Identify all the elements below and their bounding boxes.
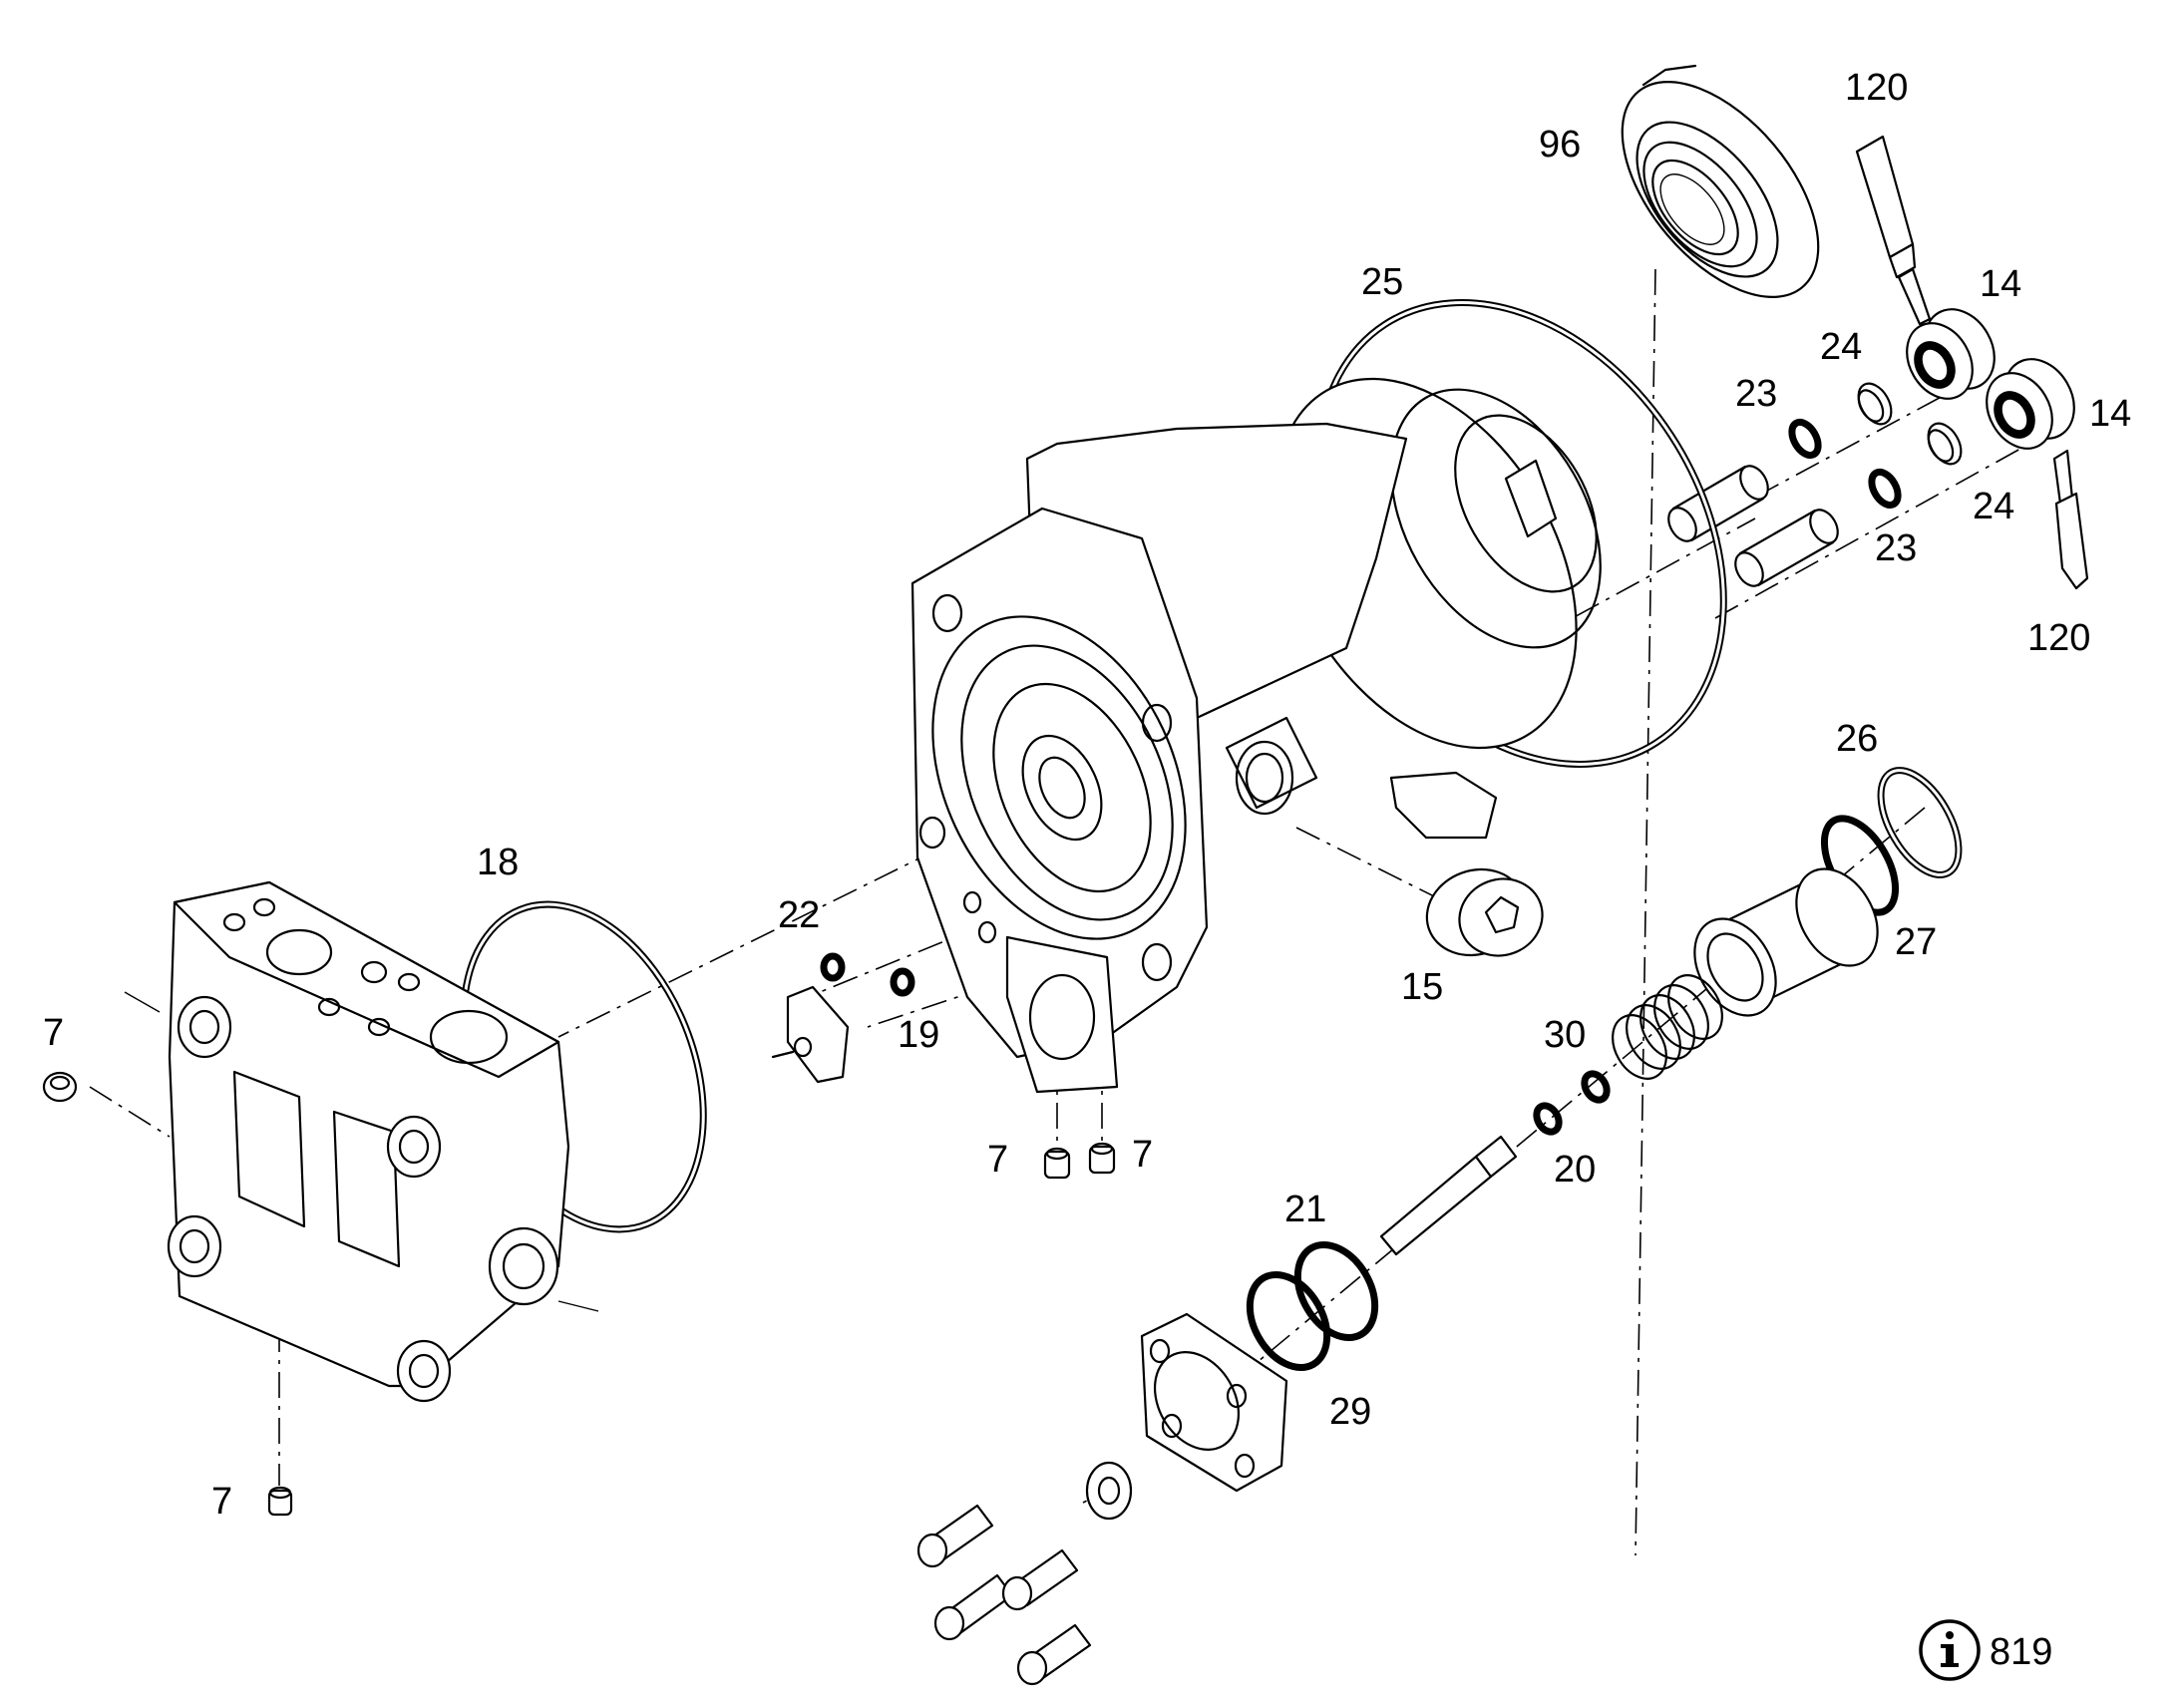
callout-23-top: 23 — [1735, 373, 1777, 415]
cover-screws — [916, 1504, 1092, 1686]
part-7-screw-left — [42, 1071, 78, 1103]
part-29-ring — [1246, 1270, 1331, 1372]
part-20-ring — [1533, 1102, 1563, 1136]
callout-14-top: 14 — [1980, 263, 2021, 305]
callout-14-right: 14 — [2089, 393, 2131, 435]
part-19-washer — [890, 967, 915, 997]
part-30-ring — [1581, 1070, 1611, 1104]
part-24-ring-upper — [1857, 382, 1893, 426]
part-23-ring-upper — [1788, 418, 1822, 460]
part-120-sealant-tube-top — [1855, 135, 1932, 326]
valve-piston — [1693, 867, 1879, 1017]
valve-pin — [1379, 1135, 1518, 1256]
callout-29: 29 — [1329, 1391, 1371, 1433]
part-21-ring — [1293, 1240, 1379, 1342]
callout-23-bottom: 23 — [1875, 527, 1917, 569]
callout-7-bottom: 7 — [211, 1481, 232, 1523]
part-120-sealant-tube-bottom — [2052, 449, 2089, 590]
part-24-ring-lower — [1927, 422, 1963, 466]
callout-24-bottom: 24 — [1973, 486, 2014, 527]
part-26-ring — [1877, 767, 1963, 878]
end-cover-block — [124, 880, 599, 1403]
part-96-seal-flange — [1621, 64, 1820, 298]
callout-24-top: 24 — [1820, 326, 1862, 368]
callout-7-mid-b: 7 — [1132, 1134, 1153, 1176]
part-22-washer — [820, 952, 846, 982]
part-7-screw-bottom — [267, 1486, 293, 1517]
callout-7-mid-a: 7 — [987, 1139, 1008, 1181]
sensor-bracket — [771, 985, 850, 1084]
callout-20: 20 — [1554, 1149, 1596, 1191]
part-14-cap-upper — [1906, 308, 1996, 400]
callout-7-left: 7 — [43, 1012, 64, 1054]
callout-96: 96 — [1539, 124, 1581, 166]
callout-26: 26 — [1836, 718, 1878, 760]
info-reference: 819 — [1919, 1619, 2052, 1681]
callout-22: 22 — [778, 894, 820, 936]
bushing-upper — [1667, 465, 1769, 542]
callout-labels: 120 96 14 25 24 23 14 24 23 120 26 27 18… — [43, 67, 2131, 1523]
callout-25: 25 — [1361, 261, 1403, 303]
part-7-screw-mid-b — [1088, 1142, 1116, 1175]
callout-27: 27 — [1895, 921, 1937, 963]
bushing-lower — [1734, 509, 1839, 587]
info-circle-icon — [1919, 1619, 1981, 1681]
part-23-ring-lower — [1868, 468, 1902, 510]
callout-120-top: 120 — [1845, 67, 1908, 109]
part-7-screw-mid-a — [1043, 1147, 1071, 1180]
callout-30: 30 — [1544, 1014, 1586, 1056]
callout-120-bottom: 120 — [2027, 617, 2090, 659]
info-reference-number: 819 — [1990, 1631, 2052, 1673]
valve-nut — [1085, 1461, 1133, 1521]
main-pump-housing — [910, 377, 1602, 1094]
callout-15: 15 — [1401, 966, 1443, 1008]
callout-18: 18 — [477, 842, 519, 883]
valve-spring — [1612, 974, 1723, 1080]
callout-19: 19 — [898, 1014, 939, 1056]
valve-cover-plate — [1140, 1312, 1288, 1493]
part-15-plug — [1425, 867, 1544, 957]
part-14-cap-lower — [1986, 358, 2075, 450]
callout-21: 21 — [1284, 1189, 1326, 1230]
